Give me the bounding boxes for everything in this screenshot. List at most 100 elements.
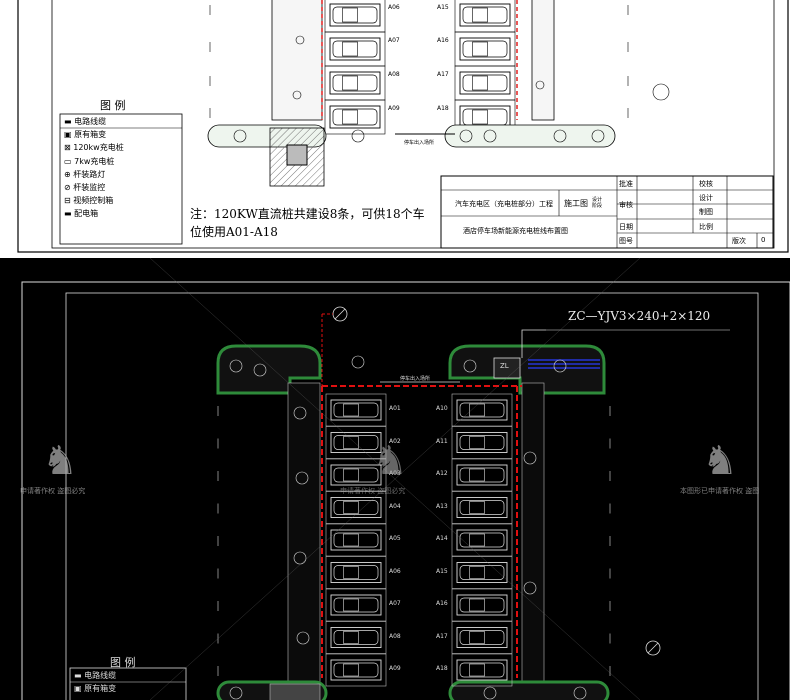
parked-car-icon (459, 37, 511, 61)
legend-row: ▬ 电路线缆 (74, 671, 117, 680)
tree-icon (229, 686, 243, 700)
bay-label: A16 (437, 37, 449, 44)
tb-review: 审核 (619, 201, 633, 209)
tb-edition: 版次 (732, 237, 746, 245)
tree-icon (293, 406, 307, 420)
watermark-left: ♞ 申请著作权 盗图必究 (20, 436, 100, 496)
transformer-label: ZL (500, 362, 509, 370)
bay-label: A04 (389, 502, 401, 510)
bay-label: A05 (389, 535, 401, 542)
parked-car-icon (330, 529, 382, 551)
tb-approve: 批准 (619, 180, 633, 188)
bay-label: A08 (389, 632, 401, 640)
bay-label: A06 (389, 567, 401, 575)
tb-drawing-no: 图号 (619, 237, 633, 245)
bay-label: A09 (388, 105, 400, 112)
distribution-box-icon: ▬ (64, 209, 75, 219)
legend-row: ⊕ 杆装路灯 (64, 169, 106, 179)
top-drawing-sheet: A06 A07 A08 A09 A15 A16 A17 A18 停车出入场所 图… (0, 0, 790, 258)
parked-car-icon (329, 71, 381, 95)
bay-label: A18 (436, 665, 448, 672)
bottom-entrance-label: 停车出入场所 (400, 376, 431, 382)
bottom-site-plan (21, 258, 790, 700)
parked-car-icon (329, 3, 381, 27)
parked-car-icon (330, 659, 382, 681)
parked-car-icon (456, 497, 508, 518)
top-entrance-label: 停车出入场所 (404, 140, 435, 146)
bay-label: A07 (388, 37, 400, 44)
bay-label: A11 (436, 437, 448, 445)
tree-icon (293, 551, 307, 565)
tree-icon (351, 355, 365, 369)
parked-car-icon (330, 432, 382, 453)
title-block: 汽车充电区（充电桩部分）工程 施工图 设计阶段 酒店停车场新能源充电桩线布置图 … (441, 176, 773, 248)
bay-label: A16 (436, 600, 448, 607)
bay-label: A09 (389, 665, 401, 672)
parked-car-icon (456, 562, 508, 583)
parked-car-icon (330, 594, 382, 616)
tree-icon (523, 451, 537, 465)
tb-date: 日期 (619, 223, 633, 231)
bay-label: A12 (436, 470, 448, 477)
parked-car-icon (329, 105, 381, 129)
parked-car-icon (456, 432, 508, 453)
parked-car-icon (330, 464, 382, 486)
tree-icon (296, 631, 310, 645)
project-name: 汽车充电区（充电桩部分）工程 (455, 200, 553, 208)
cable-line-icon: ▬ (64, 117, 75, 126)
pole-light-icon: ⊕ (64, 169, 74, 179)
legend-row: ▭ 7kw充电桩 (64, 156, 115, 166)
top-legend-list: ▬ 电路线缆 ▣ 原有箱变 ⊠ 120kw充电桩 ▭ 7kw充电桩 ⊕ 杆装路灯… (64, 115, 182, 221)
bay-label: A18 (437, 105, 449, 112)
box-transformer-icon: ▣ (64, 130, 75, 140)
title-block-grid (441, 176, 773, 248)
bay-label: A08 (388, 71, 400, 78)
watermark-center: ♞ 申请著作权 盗图必究 (340, 436, 440, 496)
construction-note: 注：120KW直流桩共建设8条，可供18个车 位使用A01-A18 (190, 207, 425, 239)
tb-scale: 比例 (699, 223, 713, 231)
tree-icon (229, 359, 243, 373)
watermark-logo-icon: ♞ (372, 438, 408, 484)
legend-row: ⊠ 120kw充电桩 (64, 143, 124, 153)
parked-car-icon (330, 399, 382, 421)
bottom-legend-list: ▬ 电路线缆 ▣ 原有箱变 (74, 669, 186, 695)
box-transformer-icon: ▣ (74, 684, 85, 693)
parked-car-icon (456, 399, 508, 421)
drawing-name: 酒店停车场新能源充电桩线布置图 (463, 227, 568, 235)
tb-check: 校核 (699, 180, 713, 188)
legend-row: ▣ 原有箱变 (64, 130, 107, 140)
tree-icon (483, 686, 497, 700)
bay-label: A17 (436, 632, 448, 640)
cable-line-icon: ▬ (74, 671, 85, 680)
top-site-plan (17, 0, 789, 253)
tree-icon (553, 359, 567, 373)
bay-label: A13 (436, 502, 448, 510)
stage-small-label: 设计阶段 (592, 197, 603, 209)
legend-row: ▬ 配电箱 (64, 209, 99, 219)
parked-car-icon (456, 464, 508, 486)
bay-label: A15 (436, 567, 448, 575)
stage-label: 施工图 (564, 199, 588, 208)
legend-row: ⊟ 视频控制箱 (64, 196, 114, 206)
parked-car-icon (329, 37, 381, 61)
legend-row: ▣ 原有箱变 (74, 684, 117, 693)
bay-label: A10 (436, 405, 448, 412)
parked-car-icon (456, 594, 508, 616)
cable-spec-label: ZC—YJV3×240+2×120 (568, 309, 711, 323)
tb-draft: 制图 (699, 208, 713, 216)
legend-row: ⊘ 杆装监控 (64, 183, 106, 193)
parked-car-icon (456, 627, 508, 648)
bottom-legend-title: 图 例 (110, 656, 136, 669)
video-control-box-icon: ⊟ (64, 196, 74, 206)
watermark-logo-icon: ♞ (42, 438, 78, 484)
parked-car-icon (330, 627, 382, 648)
parked-car-icon (456, 659, 508, 681)
tree-icon (523, 581, 537, 595)
ac-charger-icon: ▭ (64, 156, 75, 166)
bay-label: A01 (389, 405, 401, 412)
tree-icon (295, 471, 309, 485)
parked-car-icon (330, 562, 382, 583)
bay-label: A07 (389, 600, 401, 607)
